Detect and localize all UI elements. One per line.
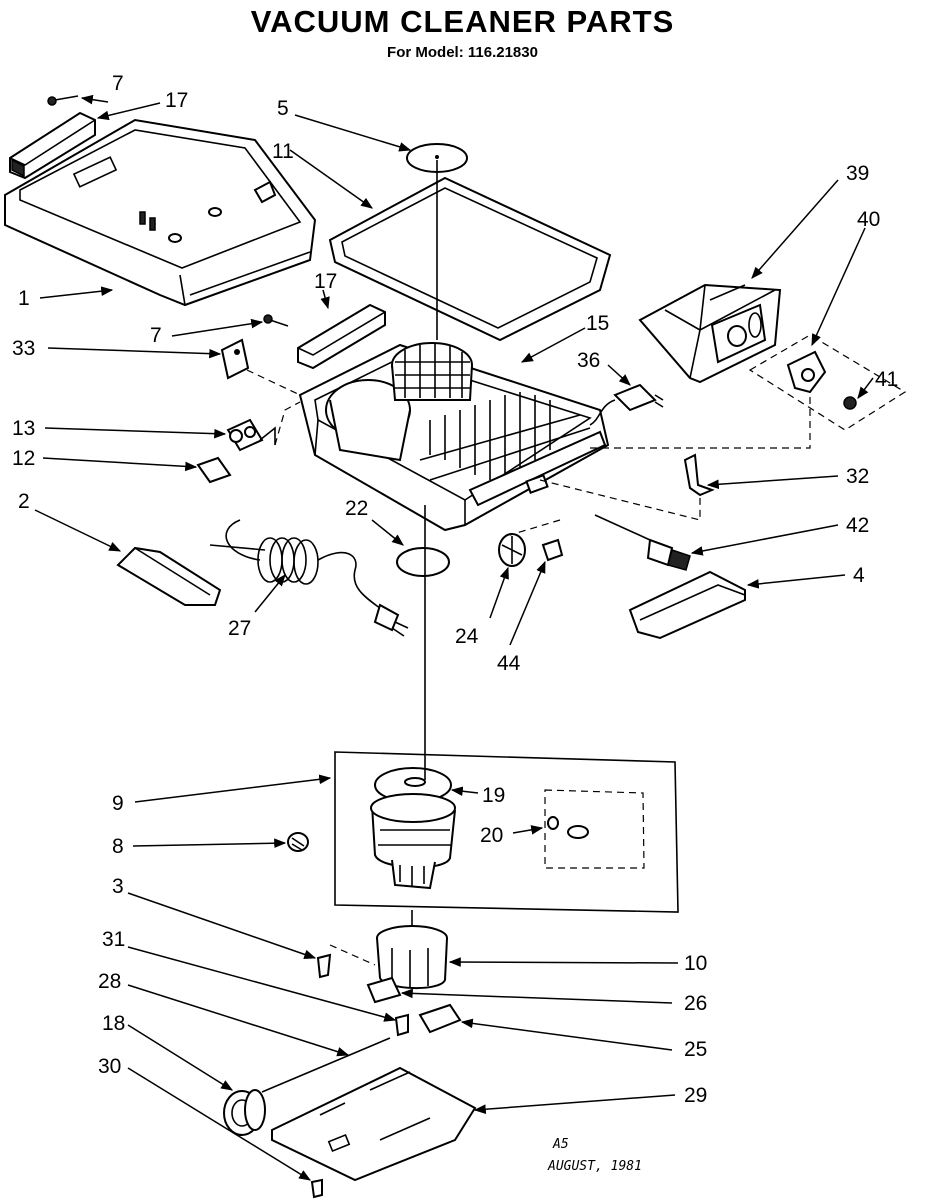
part-42-cord [594,514,691,571]
label-12: 12 [12,447,35,470]
label-7-top: 7 [112,72,124,95]
part-44-clip [541,538,564,562]
part-19-motor [370,767,456,890]
label-32: 32 [846,465,869,488]
label-10: 10 [684,952,707,975]
part-13-switch [226,418,276,452]
part-20-brush-box [544,789,645,869]
label-26: 26 [684,992,707,1015]
part-22-ring [396,547,450,577]
label-4: 4 [853,564,865,587]
part-1-top-cover [4,118,317,307]
part-8-knob [287,832,309,852]
label-30: 30 [98,1055,121,1078]
part-24-cam [498,533,526,567]
label-5: 5 [277,97,289,120]
part-31-screw [394,1013,409,1037]
part-25-clip [418,1003,462,1034]
dash-40 [590,395,811,449]
label-13: 13 [12,417,35,440]
label-2: 2 [18,490,30,513]
dash-40-box [748,334,907,431]
dash-13 [274,401,301,446]
part-17-latch-lower [297,303,386,370]
label-39: 39 [846,162,869,185]
label-1: 1 [18,287,30,310]
part-3-screw [316,953,332,979]
footer-date: AUGUST, 1981 [547,1159,642,1174]
label-19: 19 [482,784,505,807]
label-27: 27 [228,617,251,640]
part-15-base-housing [298,342,610,532]
label-25: 25 [684,1038,707,1061]
label-15: 15 [586,312,609,335]
part-27-power-cord [209,519,409,637]
label-36: 36 [577,349,600,372]
label-18: 18 [102,1012,125,1035]
part-39-bag-housing [638,283,782,384]
model-number: For Model: 116.21830 [387,44,538,61]
dash-3 [329,944,376,966]
part-17-latch-top [9,111,96,180]
diagram-title: VACUUM CLEANER PARTS [250,4,675,39]
label-11: 11 [272,140,294,163]
label-29: 29 [684,1084,707,1107]
part-7-screw-lower [263,314,289,327]
part-41-cap [843,396,857,410]
part-33-clip [220,338,250,380]
leader-lines [34,94,874,1181]
label-9: 9 [112,792,124,815]
part-40-adapter [786,350,827,394]
label-22: 22 [345,497,368,520]
dash-32 [539,479,701,521]
part-18-wheel [223,1089,266,1136]
label-7-lower: 7 [150,324,162,347]
label-42: 42 [846,514,869,537]
part-32-bracket [683,453,715,497]
footer-code: A5 [552,1137,569,1152]
label-3: 3 [112,875,124,898]
label-41: 41 [875,368,898,391]
part-number-labels: 7 17 5 11 39 40 1 17 7 15 33 36 41 13 12… [12,72,898,1107]
label-33: 33 [12,337,35,360]
part-4-latch [628,570,746,640]
part-10-motor-mount [376,910,448,989]
part-36-plug [589,383,664,426]
label-24: 24 [455,625,479,648]
label-17-lower: 17 [314,270,337,293]
part-28-axle [261,1037,391,1093]
dash-33 [246,369,301,396]
part-11-gasket [328,176,612,342]
label-8: 8 [112,835,124,858]
label-44: 44 [497,652,521,675]
label-28: 28 [98,970,121,993]
part-12-block [196,456,232,484]
part-30-screw [310,1178,323,1199]
label-31: 31 [102,928,125,951]
part-9-motor-assembly-box [334,751,679,913]
label-17-top: 17 [165,89,188,112]
dash-24 [509,519,561,536]
label-20: 20 [480,824,503,847]
label-40: 40 [857,208,880,231]
part-2-bracket [116,546,222,606]
part-7-screw-top [47,95,79,106]
part-29-base-plate [271,1066,477,1182]
part-26-clip [366,976,402,1004]
